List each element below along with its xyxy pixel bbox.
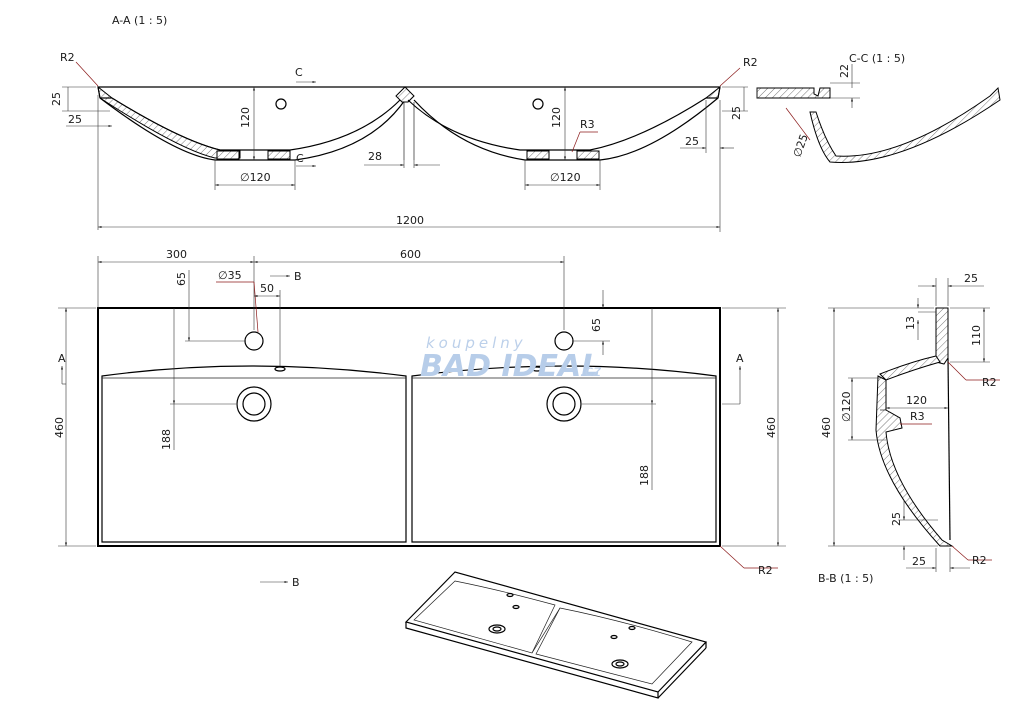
aa-dim-25-left-v: 25: [50, 92, 63, 106]
top-dim-65-right: 65: [590, 318, 603, 332]
top-dim-460-left: 460: [53, 417, 66, 438]
bb-dim-110: 110: [970, 325, 983, 346]
top-dim-188-left: 188: [160, 429, 173, 450]
aa-dim-1200: 1200: [396, 214, 424, 227]
top-view: 300 600 65 ∅35 B 50 65 460 A 1: [53, 248, 786, 589]
aa-dim-25-right-v: 25: [730, 106, 743, 120]
section-c-marker-top: C: [295, 66, 303, 79]
watermark-line3: .cz: [580, 362, 602, 380]
aa-dim-25-right-h: 25: [685, 135, 699, 148]
bb-dim-25-top: 25: [964, 272, 978, 285]
section-cc-title: C-C (1 : 5): [849, 52, 905, 65]
top-dim-65-left: 65: [175, 272, 188, 286]
top-dim-300: 300: [166, 248, 187, 261]
section-c-marker-bottom: C: [296, 152, 304, 165]
aa-dim-d120-left: ∅120: [240, 171, 271, 184]
aa-dim-120-left: 120: [239, 107, 252, 128]
aa-r2-left: R2: [60, 51, 75, 64]
isometric-view: [404, 571, 708, 699]
section-cc-view: 22 ∅25: [756, 64, 1001, 163]
bb-r3: R3: [910, 410, 925, 423]
section-a-marker-right: A: [736, 352, 744, 365]
top-dim-600: 600: [400, 248, 421, 261]
watermark-logo: koupelny BAD IDEAL .cz: [420, 334, 602, 384]
cc-dim-22: 22: [838, 64, 851, 78]
bb-dim-d120: ∅120: [840, 391, 853, 422]
section-b-marker-top: B: [294, 270, 302, 283]
section-b-marker-bottom: B: [292, 576, 300, 589]
aa-dim-25-left-h: 25: [68, 113, 82, 126]
bb-dim-120: 120: [906, 394, 927, 407]
cc-dim-d25: ∅25: [791, 132, 811, 159]
aa-dim-28: 28: [368, 150, 382, 163]
aa-dim-d120-right: ∅120: [550, 171, 581, 184]
aa-r2-right: R2: [743, 56, 758, 69]
aa-r3: R3: [580, 118, 595, 131]
section-bb-title: B-B (1 : 5): [818, 572, 873, 585]
top-dim-d35: ∅35: [218, 269, 242, 282]
section-aa-view: R2 R2 25 25 120 120 R3 C C 28: [50, 51, 758, 232]
aa-dim-120-right: 120: [550, 107, 563, 128]
watermark-line1: koupelny: [426, 334, 527, 352]
section-bb-view: 25 13 110 R2 ∅120 120 R3 460 25: [820, 272, 1000, 572]
bb-dim-25-bottom-v: 25: [890, 512, 903, 526]
top-dim-188-right: 188: [638, 465, 651, 486]
bb-dim-460: 460: [820, 417, 833, 438]
watermark-line2: BAD IDEAL: [420, 349, 600, 384]
bb-dim-25-bottom-h: 25: [912, 555, 926, 568]
top-r2: R2: [758, 564, 773, 577]
section-aa-title: A-A (1 : 5): [112, 14, 167, 27]
bb-r2-top: R2: [982, 376, 997, 389]
top-dim-460-right: 460: [765, 417, 778, 438]
bb-dim-13: 13: [904, 316, 917, 330]
bb-r2-bottom: R2: [972, 554, 987, 567]
section-a-marker-left: A: [58, 352, 66, 365]
top-dim-50: 50: [260, 282, 274, 295]
